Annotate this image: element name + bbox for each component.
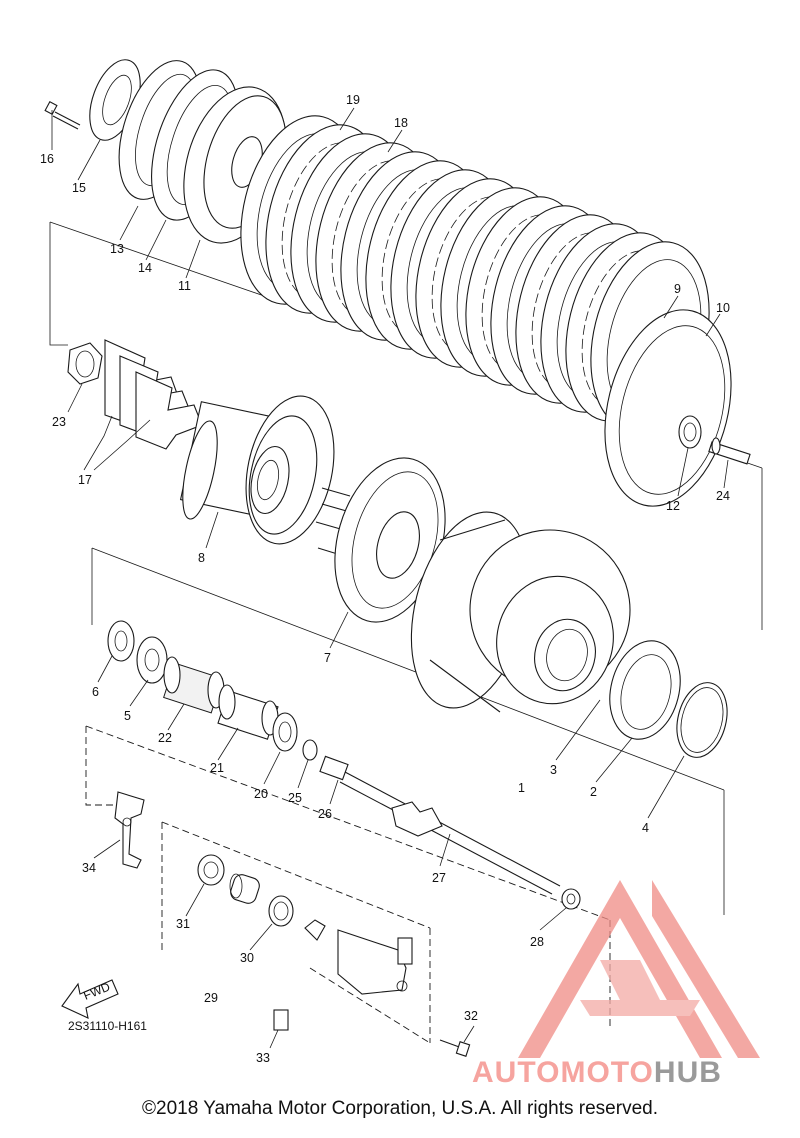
callout-4: 4 (642, 821, 649, 835)
callout-labels: 16 15 13 14 11 19 18 9 10 12 24 23 17 8 … (40, 93, 730, 1065)
diagram-code: 2S31110-H161 (68, 1019, 147, 1033)
callout-22: 22 (158, 731, 172, 745)
washer-6 (107, 620, 135, 662)
copyright-notice: ©2018 Yamaha Motor Corporation, U.S.A. A… (142, 1098, 658, 1119)
callout-3: 3 (550, 763, 557, 777)
callout-24: 24 (716, 489, 730, 503)
shaft-26 (319, 755, 349, 781)
callout-30: 30 (240, 951, 254, 965)
callout-33: 33 (256, 1051, 270, 1065)
washer-5 (136, 636, 168, 684)
callout-11: 11 (178, 279, 191, 293)
needle-bearing-22 (163, 656, 225, 714)
clutch-boss-8 (179, 395, 335, 545)
push-rod-24 (708, 437, 751, 465)
clutch-housing-1 (410, 511, 631, 713)
bolt-16 (44, 100, 81, 130)
pressure-disc-7 (315, 457, 446, 623)
callout-19: 19 (346, 93, 360, 107)
bearing-30 (268, 895, 294, 927)
leader-lines (51, 107, 729, 1049)
callout-29: 29 (204, 991, 218, 1005)
callout-17: 17 (78, 473, 92, 487)
callout-25: 25 (288, 791, 302, 805)
callout-2: 2 (590, 785, 597, 799)
oil-seal-28 (561, 888, 581, 910)
callout-34: 34 (82, 861, 96, 875)
oil-seal-31 (197, 854, 225, 886)
callout-9: 9 (674, 282, 681, 296)
callout-16: 16 (40, 152, 54, 166)
callout-5: 5 (124, 709, 131, 723)
fwd-arrow-icon: FWD (61, 979, 119, 1019)
oil-pump-gear-2 (609, 640, 681, 740)
callout-28: 28 (530, 935, 544, 949)
bolt-32 (439, 1039, 471, 1057)
spacer-21 (217, 684, 279, 740)
callout-6: 6 (92, 685, 99, 699)
nut-23 (67, 342, 103, 385)
circlip-4 (676, 682, 728, 758)
dowel-33 (273, 1009, 289, 1031)
bracket-34 (114, 791, 145, 869)
callout-7: 7 (324, 651, 331, 665)
lock-washers-17 (104, 339, 203, 450)
washer-20 (272, 712, 298, 752)
ring-25 (302, 739, 318, 761)
callout-10: 10 (716, 301, 730, 315)
callout-15: 15 (72, 181, 86, 195)
push-rod-27 (339, 771, 561, 895)
callout-23: 23 (52, 415, 66, 429)
callout-21: 21 (210, 761, 224, 775)
automotohub-watermark: AUTOMOTOHUB (472, 1056, 722, 1089)
callout-13: 13 (110, 242, 124, 256)
callout-31: 31 (176, 917, 190, 931)
callout-32: 32 (464, 1009, 478, 1023)
automotohub-logo-icon (518, 880, 760, 1058)
friction-plate-10 (604, 309, 732, 507)
callout-26: 26 (318, 807, 332, 821)
callout-1: 1 (518, 781, 525, 795)
callout-14: 14 (138, 261, 152, 275)
bearing-12 (678, 415, 702, 449)
release-cylinder-29 (304, 919, 413, 995)
callout-8: 8 (198, 551, 205, 565)
clutch-plate-stack (240, 115, 710, 431)
bearing-30-sleeve (229, 873, 260, 904)
callout-12: 12 (666, 499, 680, 513)
callout-18: 18 (394, 116, 408, 130)
callout-20: 20 (254, 787, 268, 801)
callout-27: 27 (432, 871, 446, 885)
